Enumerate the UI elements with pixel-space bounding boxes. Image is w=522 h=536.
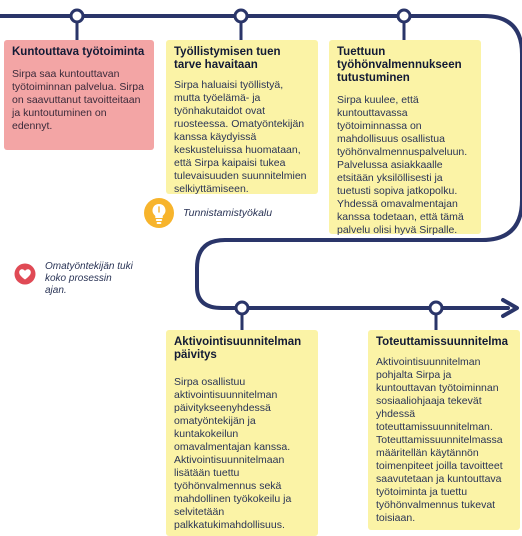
step-card-3: Tuettuun työhönvalmennukseen tutustumine… bbox=[329, 40, 481, 236]
step-marker-1 bbox=[69, 8, 85, 40]
step-card-2: Työllistymisen tuen tarve havaitaan Sirp… bbox=[166, 40, 318, 195]
tool-label: Tunnistamistyökalu bbox=[183, 207, 273, 219]
lightbulb-icon bbox=[144, 198, 174, 228]
step-marker-2 bbox=[233, 8, 249, 40]
step-description: Sirpa kuulee, että kuntouttavassa työtoi… bbox=[337, 94, 468, 236]
step-title: Aktivointisuunnitelman päivitys bbox=[174, 336, 302, 361]
support-label: Omatyöntekijän tuki koko prosessin ajan. bbox=[45, 261, 133, 296]
step-description: Aktivointisuunnitelman pohjalta Sirpa ja… bbox=[376, 356, 503, 524]
step-card-4: Aktivointisuunnitelman päivitys Sirpa os… bbox=[166, 330, 318, 536]
heart-icon bbox=[14, 263, 36, 285]
step-title: Työllistymisen tuen tarve havaitaan bbox=[174, 46, 281, 71]
step-marker-5 bbox=[428, 300, 444, 330]
step-marker-3 bbox=[396, 8, 412, 40]
step-title: Kuntouttava työtoiminta bbox=[12, 46, 145, 58]
step-description: Sirpa saa kuntouttavan työtoiminnan palv… bbox=[12, 68, 144, 132]
step-description: Sirpa osallistuu aktivointisuunnitelman … bbox=[174, 376, 292, 531]
step-title: Toteuttamissuunnitelma bbox=[376, 336, 509, 348]
step-card-5: Toteuttamissuunnitelma Aktivointisuunnit… bbox=[368, 330, 520, 530]
step-title: Tuettuun työhönvalmennukseen tutustumine… bbox=[337, 46, 462, 84]
step-marker-4 bbox=[234, 300, 250, 330]
step-card-1: Kuntouttava työtoiminta Sirpa saa kuntou… bbox=[4, 40, 154, 150]
step-description: Sirpa haluaisi työllistyä, mutta työeläm… bbox=[174, 79, 307, 195]
